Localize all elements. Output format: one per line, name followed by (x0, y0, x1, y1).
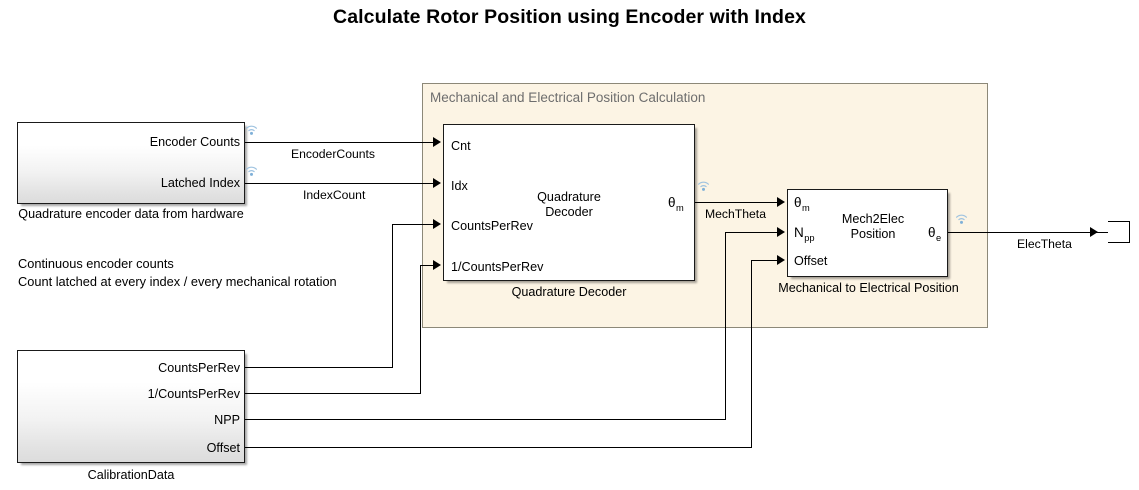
wire-inv-counts-per-rev-seg2 (420, 265, 421, 393)
calibration-data-block[interactable] (17, 350, 245, 463)
quadrature-decoder-inner-line-2: Decoder (545, 205, 593, 220)
wire-arrow-elec-theta (1090, 227, 1098, 237)
annotation-line-1: Continuous encoder counts (18, 256, 174, 271)
signal-logging-icon (245, 123, 258, 135)
mech-to-elec-position-block[interactable] (787, 189, 948, 277)
wire-offset-seg1 (245, 447, 752, 448)
mech2elec-input-label-npp: Npp (794, 225, 815, 243)
wire-counts-per-rev-seg1 (245, 367, 393, 368)
wire-index-count (245, 183, 434, 184)
quadrature-decoder-inner-line-1: Quadrature (537, 190, 601, 204)
quadrature-decoder-output-label-theta-m: θm (668, 195, 684, 213)
mech2elec-output-label-theta-e: θe (928, 225, 942, 243)
wire-arrow-offset (777, 255, 785, 265)
wire-npp-seg3 (725, 232, 778, 233)
wire-arrow-mech-theta (777, 197, 785, 207)
signal-logging-icon (955, 212, 968, 224)
wire-arrow-cnt (433, 137, 441, 147)
wire-offset-seg3 (751, 260, 778, 261)
theta-subscript: m (676, 202, 684, 213)
encoder-source-output-label-latched-index: Latched Index (160, 176, 240, 190)
mech2elec-inner-line-2: Position (850, 227, 896, 242)
signal-label-mech-theta: MechTheta (705, 207, 766, 221)
mech-to-elec-position-caption: Mechanical to Electrical Position (778, 281, 959, 295)
theta-symbol: θ (794, 195, 802, 210)
theta-symbol: θ (928, 225, 936, 240)
signal-label-encoder-counts: EncoderCounts (291, 147, 376, 161)
quadrature-encoder-source-caption: Quadrature encoder data from hardware (18, 207, 244, 221)
annotation-line-2: Count latched at every index / every mec… (18, 274, 337, 290)
theta-symbol: θ (668, 195, 676, 210)
calibration-output-label-counts-per-rev: CountsPerRev (158, 361, 240, 375)
signal-logging-icon (245, 164, 258, 176)
calibration-output-label-inv-counts-per-rev: 1/CountsPerRev (147, 387, 240, 401)
wire-counts-per-rev-seg2 (392, 224, 393, 367)
quadrature-decoder-input-label-idx: Idx (451, 179, 468, 193)
quadrature-decoder-block[interactable] (443, 124, 695, 281)
quadrature-decoder-input-label-inv-counts-per-rev: 1/CountsPerRev (451, 260, 544, 274)
signal-label-elec-theta: ElecTheta (1017, 237, 1072, 251)
quadrature-decoder-input-label-cnt: Cnt (451, 139, 471, 153)
mech2elec-input-label-theta-m: θm (794, 195, 810, 213)
wire-offset-seg2 (751, 260, 752, 447)
quadrature-encoder-source-block[interactable] (17, 122, 245, 204)
calibration-output-label-offset: Offset (206, 441, 240, 455)
wire-arrow-counts-per-rev (433, 219, 441, 229)
calibration-data-caption: CalibrationData (87, 468, 175, 482)
signal-logging-icon (697, 179, 710, 191)
wire-npp-seg2 (725, 232, 726, 419)
outport-terminator[interactable] (1108, 221, 1130, 243)
wire-arrow-npp (777, 227, 785, 237)
quadrature-decoder-input-label-counts-per-rev: CountsPerRev (451, 219, 533, 233)
wire-npp-seg1 (245, 419, 726, 420)
annotation-text: Continuous encoder counts Count latched … (18, 255, 337, 291)
npp-symbol: N (794, 225, 804, 240)
calibration-output-label-npp: NPP (214, 413, 240, 427)
mech2elec-inner-line-1: Mech2Elec (841, 212, 905, 226)
mech2elec-input-label-offset: Offset (794, 254, 828, 268)
theta-subscript: m (802, 202, 810, 213)
wire-encoder-counts (245, 142, 434, 143)
wire-inv-counts-per-rev-seg1 (245, 393, 421, 394)
wire-counts-per-rev-seg3 (392, 224, 434, 225)
wire-arrow-idx (433, 178, 441, 188)
wire-arrow-inv-counts-per-rev (433, 260, 441, 270)
npp-subscript: pp (804, 232, 815, 243)
wire-mech-theta (695, 202, 778, 203)
quadrature-decoder-caption: Quadrature Decoder (511, 285, 627, 299)
page-title: Calculate Rotor Position using Encoder w… (333, 6, 806, 28)
wire-elec-theta (948, 232, 1108, 233)
signal-label-index-count: IndexCount (303, 188, 366, 202)
encoder-source-output-label-encoder-counts: Encoder Counts (149, 135, 240, 149)
wire-inv-counts-per-rev-seg3 (420, 265, 434, 266)
position-calculation-area-title: Mechanical and Electrical Position Calcu… (430, 90, 706, 105)
theta-subscript: e (936, 232, 942, 243)
quadrature-decoder-inner-label: Quadrature Decoder (495, 190, 643, 220)
mech2elec-inner-label: Mech2Elec Position (828, 212, 918, 242)
